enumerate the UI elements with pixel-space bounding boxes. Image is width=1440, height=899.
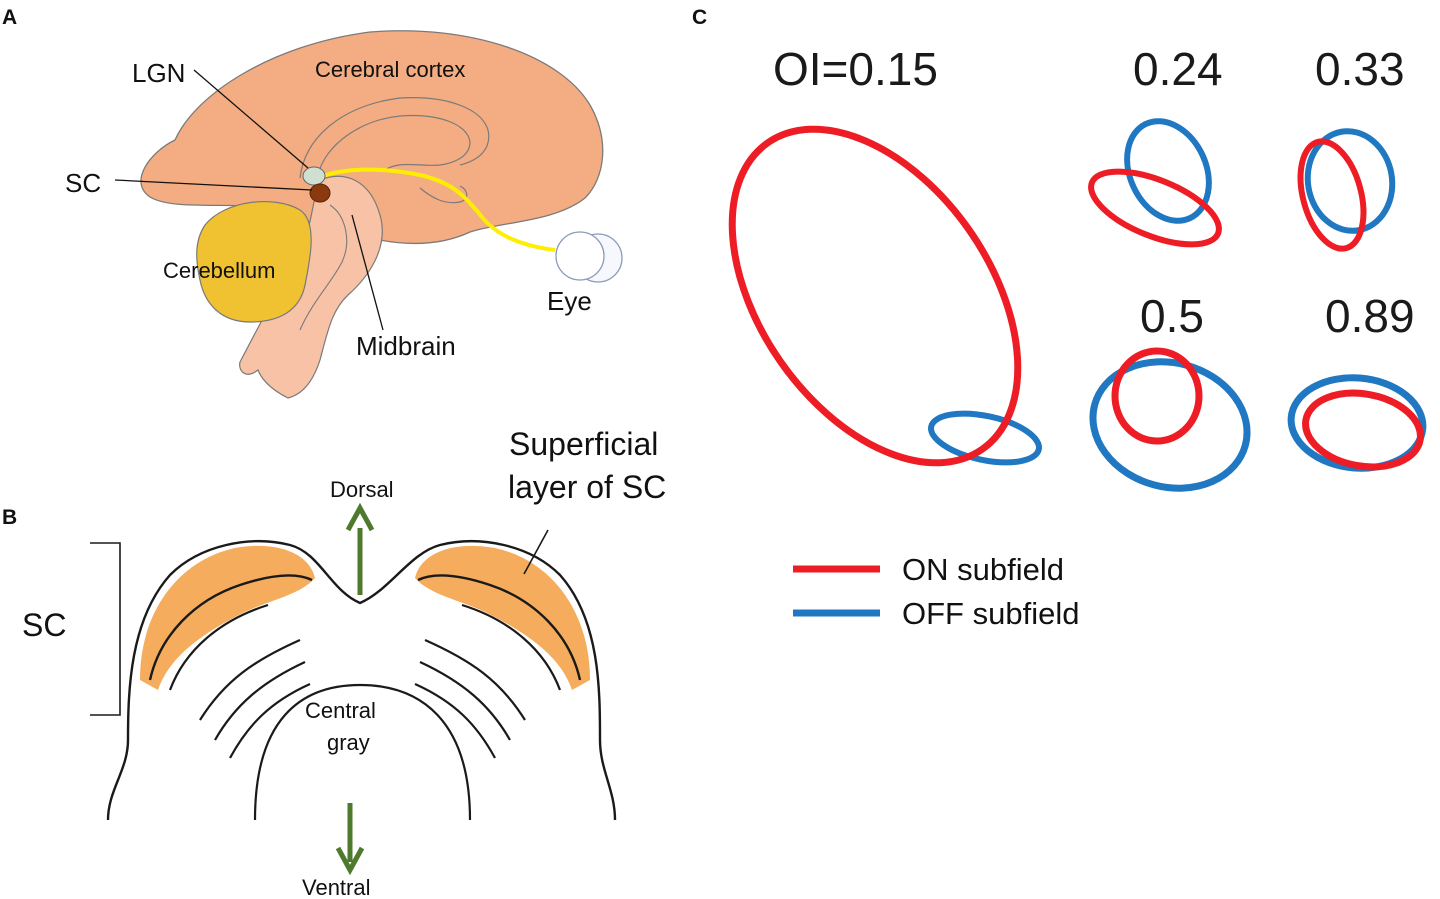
sc-dot [309,183,331,203]
lgn-label: LGN [132,58,185,88]
off-subfield-4 [1089,358,1251,492]
ventral-label: Ventral [302,875,371,899]
oi-label-5: 0.89 [1325,290,1415,342]
cerebellum-label: Cerebellum [163,258,276,283]
lgn-dot [302,166,326,186]
midbrain-label: Midbrain [356,331,456,361]
panel-a: A LGN SC Cerebral cortex Cerebellum Mi [2,6,623,399]
panel-b-letter: B [2,506,17,529]
layer-line-right-2 [461,603,562,691]
layer-line-left-2 [168,603,269,691]
on-subfield-5 [1302,389,1424,471]
oi-label-4: 0.5 [1140,290,1204,342]
oi-label-2: 0.24 [1133,43,1223,95]
sc-bracket [90,542,121,716]
optic-tract [319,167,556,252]
ventricle-contour [317,114,471,176]
superficial-leader-line [523,529,549,575]
superficial-layer-right [415,545,590,690]
corpus-callosum-contour [299,97,490,179]
brainstem-inner-contour [299,204,348,331]
sc-outer-outline [106,540,617,821]
superficial-label-line2: layer of SC [508,469,666,505]
sc-label-a: SC [65,168,101,198]
superficial-label-line1: Superficial [509,426,658,462]
panel-c-letter: C [692,6,707,29]
lgn-leader-line [193,69,309,169]
layer-line-left [148,574,313,681]
legend-on-label: ON subfield [902,552,1064,587]
dorsal-arrow [345,502,375,595]
deep-layer-arc-right-2 [419,661,511,741]
cerebral-cortex-label: Cerebral cortex [315,57,465,82]
oi-label-1: OI=0.15 [773,43,938,95]
deep-layer-arc-left-1 [199,638,301,721]
cerebellum-shape [196,200,312,323]
fornix-contour [419,185,468,204]
deep-layer-arc-left-2 [214,661,306,741]
oi-label-3: 0.33 [1315,43,1405,95]
ventral-arrow [335,803,365,876]
legend-off-label: OFF subfield [902,596,1079,631]
on-subfield-4 [1111,347,1203,445]
deep-layer-arc-left-3 [229,682,311,759]
sc-label-b: SC [22,607,66,643]
superficial-layer-left [140,545,315,690]
off-subfield-2 [1124,118,1212,224]
legend: ON subfield OFF subfield [793,552,1079,631]
eye-label: Eye [547,286,592,316]
layer-line-right [417,574,582,681]
on-subfield-3 [1297,138,1367,252]
on-subfield-1 [728,125,1022,467]
dorsal-label: Dorsal [330,477,394,502]
midbrain-leader-line [351,214,384,331]
panel-c: C OI=0.15 0.24 0.33 0.5 0.89 ON subfield… [692,6,1427,631]
central-gray-arch [253,683,472,821]
central-gray-label-line1: Central [305,698,376,723]
sc-leader-line [114,179,313,191]
on-subfield-2 [1088,168,1222,248]
panel-b: B SC Dorsal Ve [2,426,666,899]
cerebral-cortex-shape [140,30,604,245]
panel-a-letter: A [2,6,17,29]
central-gray-label-line2: gray [327,730,370,755]
eye-icon [555,231,623,283]
deep-layer-arc-right-1 [424,638,526,721]
deep-layer-arc-right-3 [414,682,496,759]
off-subfield-1 [928,410,1042,466]
